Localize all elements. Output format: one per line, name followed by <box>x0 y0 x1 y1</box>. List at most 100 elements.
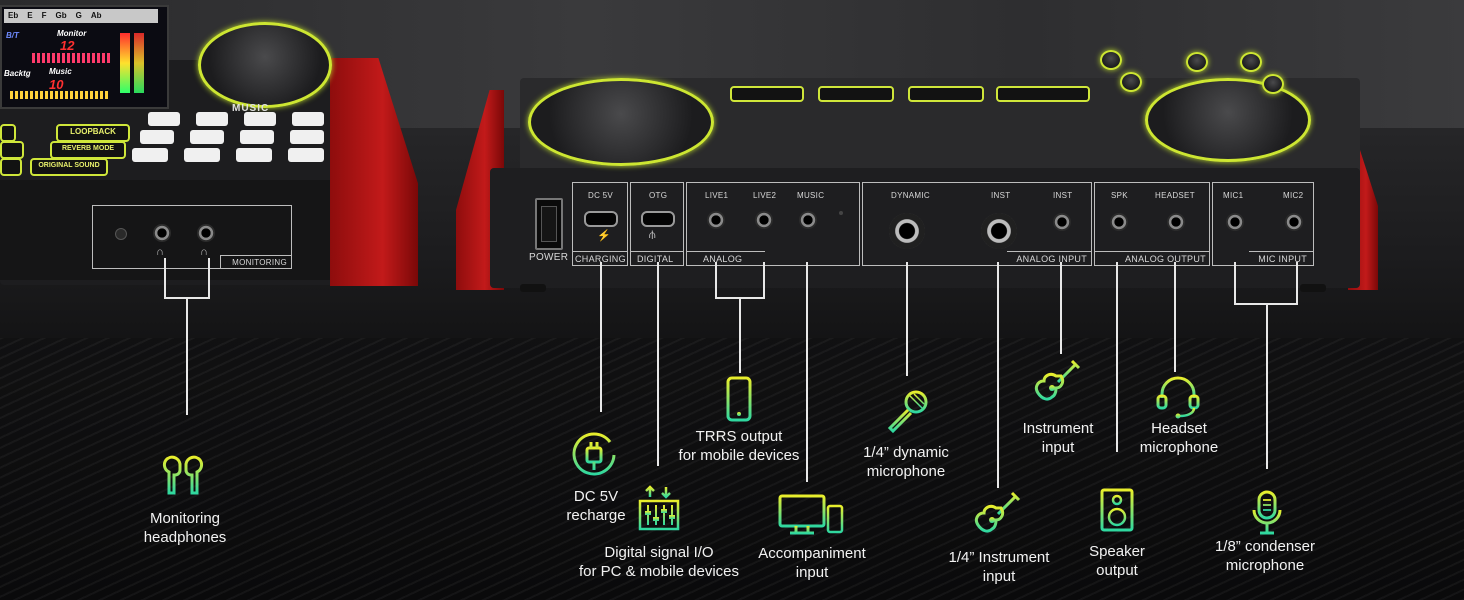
pad-button[interactable] <box>196 112 228 126</box>
top-pad-button[interactable] <box>730 86 804 102</box>
pad-button[interactable] <box>148 112 180 126</box>
callout-line: 1/8” condenser <box>1214 538 1316 555</box>
screen-bar-graph <box>32 53 112 63</box>
connector-line <box>1060 262 1062 354</box>
analog-input-panel: DYNAMIC INST INST ANALOG INPUT <box>862 182 1092 266</box>
music-jack[interactable] <box>799 211 817 229</box>
dynamic-mic-jack[interactable] <box>889 213 925 249</box>
analog-label: ANALOG <box>703 254 743 264</box>
callout-line: for PC & mobile devices <box>578 563 740 580</box>
callout-line: Instrument <box>1022 420 1094 437</box>
power-label: POWER <box>529 252 569 263</box>
connector-line <box>1234 262 1236 304</box>
pad-button[interactable] <box>0 158 22 176</box>
inst-port-label: INST <box>991 191 1011 200</box>
mic-input-label: MIC INPUT <box>1258 254 1307 264</box>
headphone-jack-icon: ∩ <box>156 246 164 258</box>
device-foot <box>1300 284 1326 292</box>
pad-button[interactable] <box>132 148 168 162</box>
instrument-mini-jack[interactable] <box>1053 213 1071 231</box>
reverb-mode-button[interactable]: REVERB MODE <box>50 141 126 159</box>
top-pad-button[interactable] <box>908 86 984 102</box>
small-knob[interactable] <box>1262 74 1284 94</box>
loopback-button[interactable]: LOOPBACK <box>56 124 130 142</box>
callout-condenser: 1/8” condenser microphone <box>1200 537 1330 575</box>
top-pad-button[interactable] <box>996 86 1090 102</box>
callout-line: Headset <box>1151 420 1207 437</box>
screen-note: Eb <box>8 11 19 20</box>
music-port-label: MUSIC <box>797 191 825 200</box>
callout-line: microphone <box>866 463 946 480</box>
connector-line <box>739 297 741 373</box>
power-switch[interactable] <box>535 198 563 250</box>
headset-jack[interactable] <box>1167 213 1185 231</box>
mic2-jack[interactable] <box>1285 213 1303 231</box>
screen-note: Ab <box>90 11 102 20</box>
screen-level-meter <box>134 33 144 93</box>
guitar-icon <box>974 491 1021 533</box>
pad-button[interactable] <box>0 124 16 142</box>
otg-icon: ⫛ <box>649 229 656 241</box>
screen-music-label: Music <box>49 67 72 76</box>
pad-button[interactable] <box>244 112 276 126</box>
callout-line: output <box>1096 562 1138 579</box>
connector-line <box>806 262 808 482</box>
connector-line <box>715 262 717 298</box>
label-divider <box>1007 251 1091 265</box>
small-knob[interactable] <box>1100 50 1122 70</box>
monitoring-label: MONITORING <box>232 258 287 267</box>
small-knob[interactable] <box>1240 52 1262 72</box>
callout-line: 1/4” Instrument <box>948 549 1050 566</box>
screen-note: Gb <box>55 11 67 20</box>
small-knob[interactable] <box>1186 52 1208 72</box>
pad-button[interactable] <box>140 130 174 144</box>
top-pad-button[interactable] <box>818 86 894 102</box>
pad-button[interactable] <box>0 141 24 159</box>
headphone-jack[interactable] <box>153 224 171 242</box>
pad-button[interactable] <box>236 148 272 162</box>
connector-line <box>906 262 908 376</box>
instrument-jack-quarter-inch[interactable] <box>981 213 1017 249</box>
label-divider <box>573 251 627 265</box>
live1-port-label: LIVE1 <box>705 191 729 200</box>
headphone-jack[interactable] <box>197 224 215 242</box>
monitoring-panel: ∩ ∩ MONITORING <box>92 205 292 269</box>
live2-jack[interactable] <box>755 211 773 229</box>
callout-line: headphones <box>143 529 227 546</box>
pad-button[interactable] <box>290 130 324 144</box>
original-sound-button[interactable]: ORIGINAL SOUND <box>30 158 108 176</box>
callout-line: input <box>982 568 1016 585</box>
mic2-port-label: MIC2 <box>1283 191 1304 200</box>
connector-line <box>1296 262 1298 304</box>
speaker-icon <box>1100 488 1134 532</box>
mic1-jack[interactable] <box>1226 213 1244 231</box>
left-music-knob[interactable] <box>198 22 332 108</box>
monitor-phone-icon <box>778 494 844 535</box>
pad-button[interactable] <box>190 130 224 144</box>
pad-button[interactable] <box>292 112 324 126</box>
otg-usb-c-port[interactable] <box>641 211 675 227</box>
screen-top-label: B/T <box>6 31 19 40</box>
callout-line: Speaker <box>1089 543 1145 560</box>
callout-line: microphone <box>1225 557 1305 574</box>
screen-note: G <box>75 11 82 20</box>
callout-monitoring: Monitoring headphones <box>124 509 246 547</box>
analog-panel: LIVE1 LIVE2 MUSIC ANALOG <box>686 182 860 266</box>
right-secondary-knob[interactable] <box>1145 78 1311 162</box>
speaker-jack[interactable] <box>1110 213 1128 231</box>
pad-button[interactable] <box>240 130 274 144</box>
small-knob[interactable] <box>1120 72 1142 92</box>
pad-button[interactable] <box>184 148 220 162</box>
pad-button[interactable] <box>288 148 324 162</box>
charging-bolt-icon: ⚡ <box>597 230 611 242</box>
callout-line: recharge <box>566 507 626 524</box>
live1-jack[interactable] <box>707 211 725 229</box>
screen-monitor-value: 12 <box>60 38 75 53</box>
callout-line: TRRS output <box>695 428 783 445</box>
callout-line: microphone <box>1139 439 1219 456</box>
right-main-knob[interactable] <box>528 78 714 166</box>
dc5v-usb-c-port[interactable] <box>584 211 618 227</box>
analog-input-label: ANALOG INPUT <box>1016 254 1087 264</box>
connector-line <box>208 258 210 298</box>
